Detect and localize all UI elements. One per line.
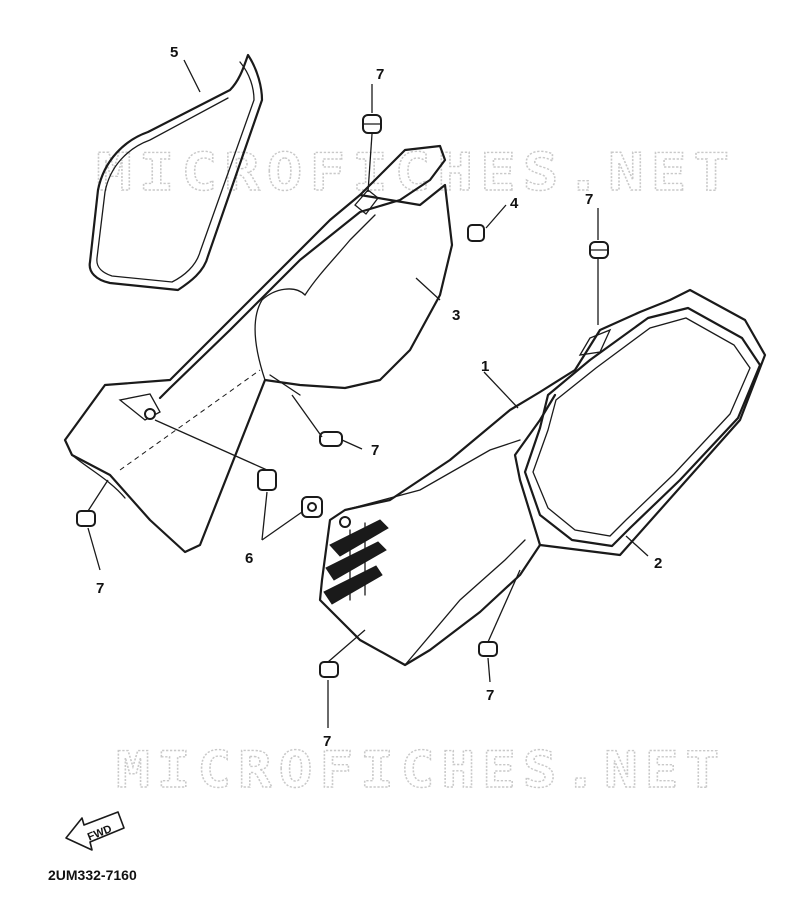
- callouts: 5 7 4 7 3 1 7 6 2 7 7 7: [96, 44, 662, 750]
- callout-3: 3: [452, 307, 460, 324]
- grommet-mid: [319, 431, 343, 447]
- leader-lines: [87, 59, 649, 728]
- part-2-emblem: [523, 306, 762, 548]
- callout-7-left: 7: [96, 580, 104, 597]
- callout-1: 1: [481, 358, 489, 375]
- part-code: 2UM332-7160: [48, 867, 137, 883]
- watermark-bottom: MICROFICHES.NET: [116, 741, 726, 799]
- grommet-top-right: [589, 241, 609, 259]
- grommet-left: [76, 510, 96, 527]
- callout-5: 5: [170, 44, 178, 61]
- fwd-arrow-icon: FWD: [65, 811, 125, 851]
- grommets: [76, 114, 609, 678]
- callout-7-mid: 7: [371, 442, 379, 459]
- collar-6-right: [301, 496, 323, 518]
- vent-slots: [323, 519, 389, 605]
- callout-7-bottom-right: 7: [486, 687, 494, 704]
- callout-6: 6: [245, 550, 253, 567]
- grommet-top-center: [362, 114, 382, 134]
- part-1-right-side-cover: [318, 288, 767, 667]
- callout-4: 4: [510, 195, 519, 212]
- part-3-left-side-cover: [63, 144, 454, 554]
- collar-4: [467, 224, 485, 242]
- callout-7-bottom: 7: [323, 733, 331, 750]
- part-5-emblem: [88, 53, 264, 292]
- callout-7-top: 7: [376, 66, 384, 83]
- grommet-bottom-right: [478, 641, 498, 657]
- callout-2: 2: [654, 555, 662, 572]
- fwd-label: FWD: [86, 823, 114, 844]
- callout-7-top-right: 7: [585, 191, 593, 208]
- grommet-bottom-center: [319, 661, 339, 678]
- watermark-top: MICROFICHES.NET: [96, 143, 736, 203]
- collar-6-left: [257, 469, 277, 491]
- collars: [257, 224, 485, 518]
